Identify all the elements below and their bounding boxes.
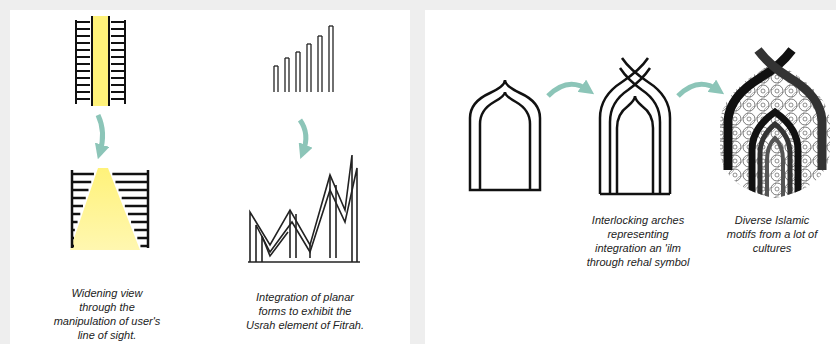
stroke xyxy=(72,189,88,192)
stroke xyxy=(72,205,83,208)
stroke xyxy=(111,56,125,58)
stroke xyxy=(111,49,125,51)
stroke xyxy=(317,36,318,92)
stroke xyxy=(111,63,125,65)
stroke xyxy=(284,58,285,92)
stroke xyxy=(76,98,90,100)
stroke xyxy=(299,52,300,92)
stroke xyxy=(111,77,125,79)
stroke xyxy=(111,98,125,100)
caption-note: Interlocking arches representing integra… xyxy=(582,213,694,269)
stroke xyxy=(72,229,75,232)
stroke xyxy=(321,36,322,92)
stroke xyxy=(76,42,90,44)
stroke xyxy=(72,237,74,240)
stroke xyxy=(307,43,311,44)
stroke xyxy=(72,197,86,200)
stroke xyxy=(131,221,148,224)
stroke xyxy=(125,205,148,208)
stroke xyxy=(328,26,329,92)
stroke xyxy=(137,237,148,240)
stroke xyxy=(273,66,274,92)
stroke xyxy=(140,245,148,248)
stroke xyxy=(296,51,300,52)
stroke xyxy=(72,181,91,184)
stroke xyxy=(288,58,289,92)
stroke xyxy=(111,42,125,44)
stroke xyxy=(306,44,307,92)
stroke xyxy=(112,173,148,176)
stroke xyxy=(76,35,90,37)
stroke xyxy=(76,49,90,51)
stroke xyxy=(76,70,90,72)
stroke xyxy=(111,21,125,23)
stroke xyxy=(72,245,74,248)
stroke xyxy=(76,28,90,30)
stroke xyxy=(76,77,90,79)
caption-note: Diverse Islamic motifs from a lot of cul… xyxy=(722,213,822,255)
stroke xyxy=(332,26,333,92)
stroke xyxy=(76,63,90,65)
stroke xyxy=(72,221,78,224)
stroke xyxy=(111,70,125,72)
caption-note: Integration of planar forms to exhibit t… xyxy=(243,290,368,332)
stroke xyxy=(318,35,322,36)
stroke xyxy=(76,56,90,58)
stroke xyxy=(274,65,278,66)
stroke xyxy=(128,213,148,216)
stroke xyxy=(76,84,90,86)
stroke xyxy=(111,28,125,30)
stroke xyxy=(111,35,125,37)
stroke xyxy=(310,44,311,92)
stroke xyxy=(119,189,148,192)
stroke xyxy=(295,52,296,92)
stroke xyxy=(76,91,90,93)
stroke xyxy=(122,197,148,200)
stroke xyxy=(111,91,125,93)
caption-note: Widening view through the manipulation o… xyxy=(52,286,162,342)
stroke xyxy=(329,25,333,26)
stroke xyxy=(277,66,278,92)
stroke xyxy=(76,21,90,23)
stroke xyxy=(285,57,289,58)
stroke xyxy=(134,229,148,232)
stroke xyxy=(115,181,148,184)
stroke xyxy=(72,213,80,216)
stroke xyxy=(111,84,125,86)
stroke xyxy=(72,173,94,176)
